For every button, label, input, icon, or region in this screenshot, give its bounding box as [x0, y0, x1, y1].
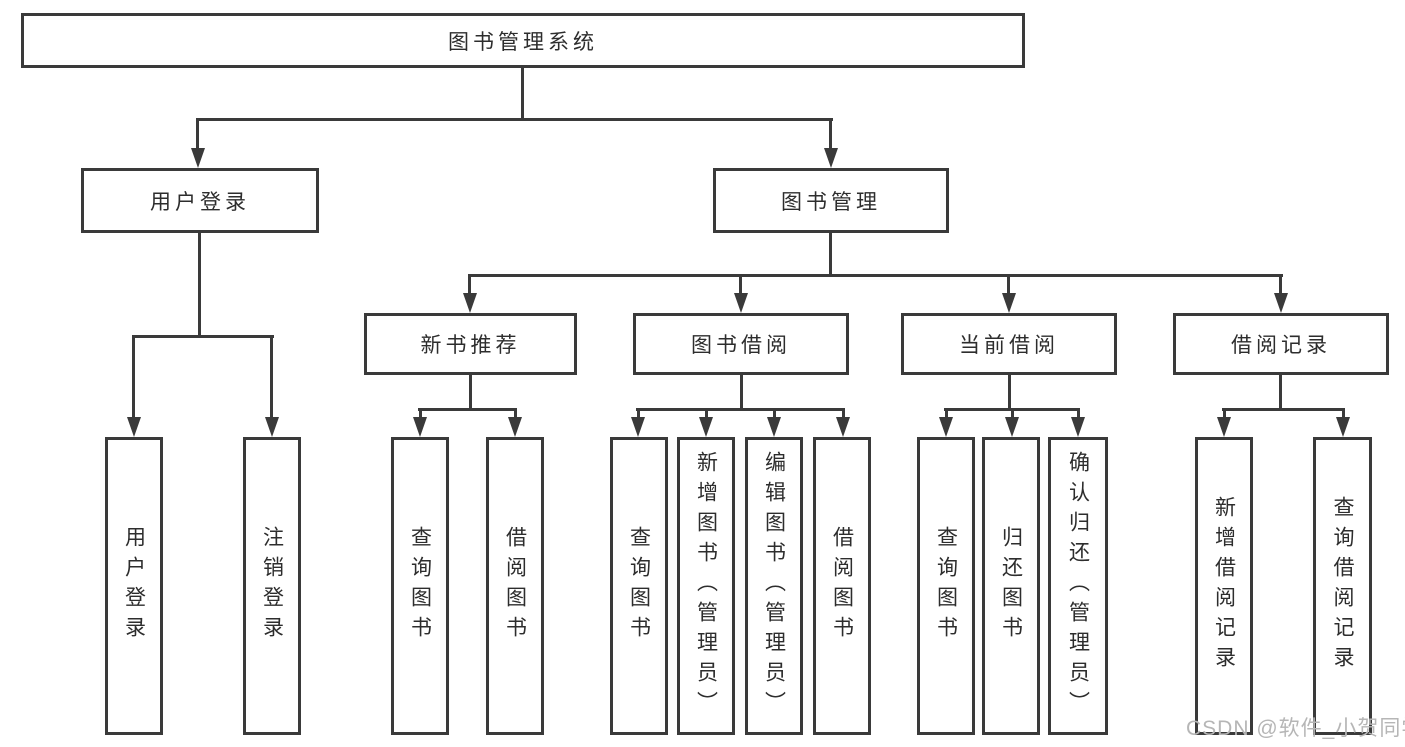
leaf-edit-book-admin: 编辑图书（管理员） — [745, 437, 803, 735]
leaf-edit-book-admin-label: 编辑图书（管理员） — [762, 451, 786, 721]
connector-line — [521, 68, 524, 120]
leaf-confirm-return-admin: 确认归还（管理员） — [1048, 437, 1108, 735]
connector-line — [418, 408, 517, 411]
node-book-borrow: 图书借阅 — [633, 313, 849, 375]
connector-line — [945, 411, 948, 419]
connector-line — [1279, 375, 1282, 411]
connector-line — [1223, 411, 1226, 419]
node-new-book-recommend-label: 新书推荐 — [420, 334, 521, 357]
connector-line — [196, 118, 833, 121]
connector-line — [468, 274, 1283, 277]
leaf-add-book-admin-label: 新增图书（管理员） — [694, 451, 718, 721]
leaf-return-book: 归还图书 — [982, 437, 1040, 735]
arrow-down-icon — [191, 148, 205, 168]
connector-line — [773, 411, 776, 419]
leaf-query-book-current: 查询图书 — [917, 437, 975, 735]
arrow-down-icon — [1002, 293, 1016, 313]
connector-line — [842, 411, 845, 419]
arrow-down-icon — [734, 293, 748, 313]
csdn-watermark: CSDN @软件_小贺同学 — [1186, 717, 1405, 740]
connector-line — [1011, 411, 1014, 419]
arrow-down-icon — [836, 417, 850, 437]
arrow-down-icon — [1005, 417, 1019, 437]
connector-line — [514, 411, 517, 419]
connector-line — [1222, 408, 1345, 411]
arrow-down-icon — [824, 148, 838, 168]
leaf-logout: 注销登录 — [243, 437, 301, 735]
arrow-down-icon — [1336, 417, 1350, 437]
connector-line — [1077, 411, 1080, 419]
connector-line — [132, 335, 274, 338]
leaf-query-book-borrow: 查询图书 — [610, 437, 668, 735]
connector-line — [739, 277, 742, 294]
leaf-query-borrow-record-label: 查询借阅记录 — [1331, 496, 1354, 676]
arrow-down-icon — [508, 417, 522, 437]
node-current-borrow-label: 当前借阅 — [959, 334, 1059, 357]
arrow-down-icon — [767, 417, 781, 437]
arrow-down-icon — [413, 417, 427, 437]
arrow-down-icon — [1071, 417, 1085, 437]
leaf-user-login: 用户登录 — [105, 437, 163, 735]
connector-line — [705, 411, 708, 419]
leaf-borrow-book-recommend: 借阅图书 — [486, 437, 544, 735]
leaf-user-login-label: 用户登录 — [122, 526, 146, 646]
connector-line — [419, 411, 422, 419]
leaf-add-book-admin: 新增图书（管理员） — [677, 437, 735, 735]
leaf-borrow-book: 借阅图书 — [813, 437, 871, 735]
leaf-add-borrow-record-label: 新增借阅记录 — [1212, 496, 1236, 676]
node-user-login: 用户登录 — [81, 168, 319, 233]
arrow-down-icon — [939, 417, 953, 437]
node-root: 图书管理系统 — [21, 13, 1025, 68]
arrow-down-icon — [127, 417, 141, 437]
leaf-query-book-recommend-label: 查询图书 — [408, 526, 432, 646]
leaf-return-book-label: 归还图书 — [999, 526, 1023, 646]
leaf-confirm-return-admin-label: 确认归还（管理员） — [1066, 451, 1090, 721]
connector-line — [740, 375, 743, 411]
arrow-down-icon — [699, 417, 713, 437]
leaf-logout-label: 注销登录 — [260, 526, 284, 646]
connector-line — [468, 277, 471, 294]
arrow-down-icon — [1274, 293, 1288, 313]
connector-line — [636, 408, 845, 411]
leaf-add-borrow-record: 新增借阅记录 — [1195, 437, 1253, 735]
connector-line — [469, 375, 472, 411]
connector-line — [270, 338, 273, 419]
connector-line — [944, 408, 1080, 411]
leaf-query-book-recommend: 查询图书 — [391, 437, 449, 735]
connector-line — [1342, 411, 1345, 419]
arrow-down-icon — [463, 293, 477, 313]
node-root-label: 图书管理系统 — [448, 30, 598, 54]
connector-line — [637, 411, 640, 419]
connector-line — [198, 233, 201, 338]
node-new-book-recommend: 新书推荐 — [364, 313, 577, 375]
connector-line — [132, 338, 135, 419]
leaf-query-book-borrow-label: 查询图书 — [627, 526, 651, 646]
arrow-down-icon — [265, 417, 279, 437]
node-book-management: 图书管理 — [713, 168, 949, 233]
connector-line — [829, 233, 832, 276]
leaf-query-borrow-record: 查询借阅记录 — [1313, 437, 1372, 735]
node-book-borrow-label: 图书借阅 — [691, 334, 791, 357]
arrow-down-icon — [1217, 417, 1231, 437]
connector-line — [1007, 277, 1010, 294]
node-book-management-label: 图书管理 — [781, 190, 881, 214]
connector-line — [196, 121, 199, 150]
connector-line — [1008, 375, 1011, 411]
connector-line — [829, 121, 832, 150]
node-borrow-record-label: 借阅记录 — [1231, 334, 1331, 357]
leaf-query-book-current-label: 查询图书 — [934, 526, 958, 646]
leaf-borrow-book-recommend-label: 借阅图书 — [503, 526, 527, 646]
node-current-borrow: 当前借阅 — [901, 313, 1117, 375]
node-user-login-label: 用户登录 — [150, 190, 250, 214]
node-borrow-record: 借阅记录 — [1173, 313, 1389, 375]
arrow-down-icon — [631, 417, 645, 437]
connector-line — [1279, 277, 1282, 294]
leaf-borrow-book-label: 借阅图书 — [830, 526, 854, 646]
